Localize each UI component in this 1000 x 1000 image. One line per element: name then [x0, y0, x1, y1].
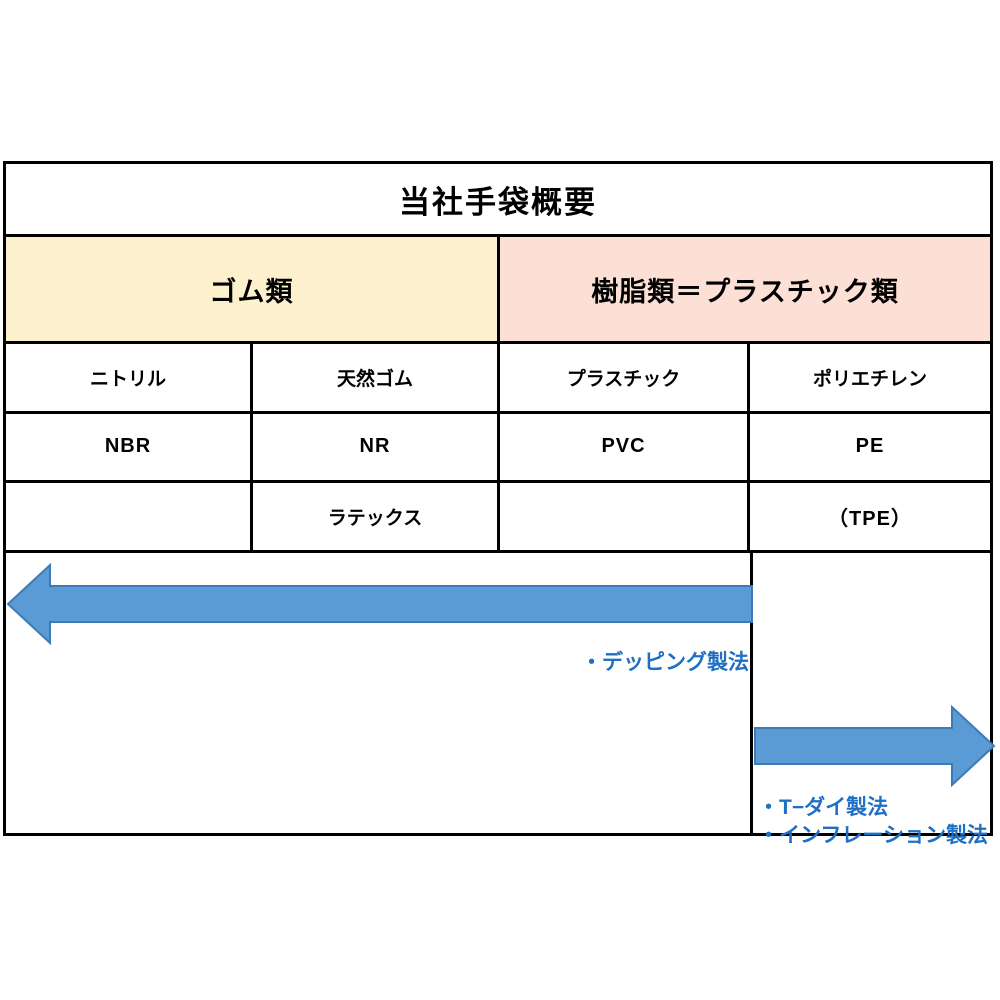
process-annotation-area: ・デッピング製法 ・T−ダイ製法 ・インフレーション製法	[6, 553, 996, 847]
extrusion-arrow-icon	[754, 704, 996, 788]
cell-secondary-tpe: （TPE）	[828, 507, 912, 530]
material-rows: ニトリル 天然ゴム プラスチック ポリエチレン NBR NR PVC PE ラテ…	[6, 344, 990, 553]
cell-abbr-nbr: NBR	[6, 413, 253, 481]
annotation-dipping-method: ・デッピング製法	[581, 651, 749, 674]
annotation-inflation-method: ・インフレーション製法	[758, 824, 988, 847]
cell-material-polyethylene: ポリエチレン	[812, 368, 927, 390]
cell-secondary-nitrile	[6, 483, 253, 550]
cell-abbr-nr: NR	[253, 413, 500, 481]
table-title-row: 当社手袋概要	[6, 164, 990, 237]
cell-abbr-pe: PE	[855, 435, 885, 458]
cell-secondary-latex: ラテックス	[253, 483, 500, 550]
page-title: 当社手袋概要	[399, 184, 597, 220]
vertical-divider	[750, 553, 753, 833]
group-header-resin: 樹脂類＝プラスチック類	[500, 237, 990, 341]
category-header-row: ゴム類 樹脂類＝プラスチック類	[6, 237, 990, 344]
cell-material-natural-rubber: 天然ゴム	[253, 344, 500, 411]
group-header-rubber: ゴム類	[6, 237, 500, 341]
annotation-t-die-method: ・T−ダイ製法	[758, 796, 889, 819]
cell-secondary-plastic	[500, 483, 750, 550]
glove-overview-table: 当社手袋概要 ゴム類 樹脂類＝プラスチック類 ニトリル 天然ゴム プラスチック …	[3, 161, 996, 847]
dipping-arrow-icon	[6, 562, 753, 646]
group-header-rubber-label: ゴム類	[209, 276, 294, 307]
cell-abbr-pvc: PVC	[500, 413, 750, 481]
cell-material-plastic: プラスチック	[500, 344, 750, 411]
table-row: ラテックス （TPE）	[6, 483, 990, 553]
cell-material-nitrile: ニトリル	[6, 344, 253, 411]
table-row: ニトリル 天然ゴム プラスチック ポリエチレン	[6, 344, 990, 414]
group-header-resin-label: 樹脂類＝プラスチック類	[591, 276, 899, 307]
table-row: NBR NR PVC PE	[6, 413, 990, 484]
